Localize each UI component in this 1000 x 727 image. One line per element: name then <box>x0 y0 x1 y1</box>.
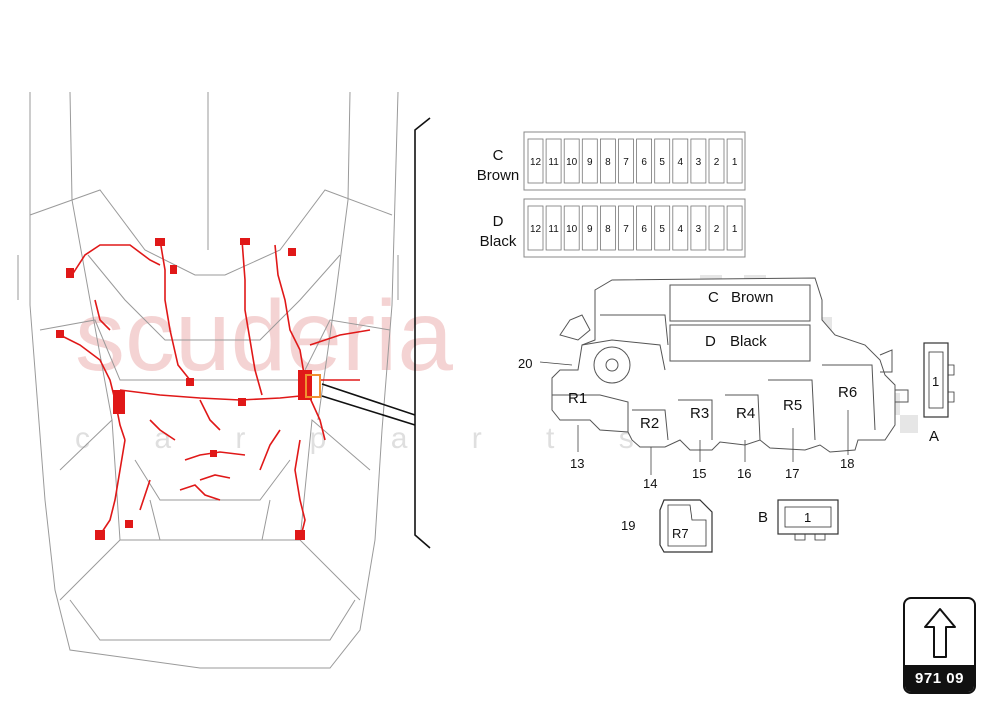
fuse-slot-number: 3 <box>696 224 702 235</box>
fuse-slot <box>708 205 725 251</box>
callout-14: 14 <box>643 476 657 491</box>
relay-box <box>551 277 909 453</box>
fuse-slot-number: 12 <box>530 157 542 168</box>
connector-b-letter: B <box>758 509 768 526</box>
fuse-slot <box>527 138 544 184</box>
fuse-slot <box>672 205 689 251</box>
car-outline <box>17 91 399 669</box>
fuse-slot <box>545 205 562 251</box>
relay-label-r6: R6 <box>838 384 857 401</box>
fuse-slot <box>672 138 689 184</box>
callout-17: 17 <box>785 466 799 481</box>
fuse-slot-number: 2 <box>714 224 720 235</box>
fuse-slot <box>563 138 580 184</box>
fuse-slot-number: 5 <box>659 224 665 235</box>
callout-leaders <box>539 361 849 475</box>
fuse-slot <box>581 138 598 184</box>
fuse-slot-number: 4 <box>678 157 684 168</box>
relay-label-r4: R4 <box>736 405 755 422</box>
fuse-row-color: Brown <box>477 167 520 184</box>
fuse-slot-number: 5 <box>659 157 665 168</box>
relay-label-r2: R2 <box>640 415 659 432</box>
fuse-slot <box>690 205 707 251</box>
fuse-slot-number: 10 <box>566 157 578 168</box>
fuse-slot <box>545 138 562 184</box>
arrow-up-icon <box>924 608 956 658</box>
fuse-row-c: C Brown 12 11 10 9 8 7 6 5 4 3 2 1 <box>477 131 746 191</box>
fuse-slot-number: 1 <box>732 157 738 168</box>
watermark-sub: c a r p a r t s <box>75 422 662 455</box>
fuse-box-location-marker <box>305 374 321 398</box>
fuse-slot <box>654 205 671 251</box>
fuse-slot <box>726 138 743 184</box>
zoom-bracket <box>321 117 431 549</box>
fuse-slot-number: 6 <box>641 157 647 168</box>
fuse-slot-number: 3 <box>696 157 702 168</box>
fuse-slot-number: 11 <box>548 157 559 168</box>
connector-b-pin: 1 <box>804 510 811 525</box>
relay-label-r3: R3 <box>690 405 709 422</box>
fuse-slot-number: 8 <box>605 157 611 168</box>
fuse-slot <box>636 138 652 184</box>
relay-label-r5: R5 <box>783 397 802 414</box>
fuse-slot <box>708 138 725 184</box>
fuse-slot <box>581 205 598 251</box>
callout-16: 16 <box>737 466 751 481</box>
fuse-row-d: D Black 12 11 10 9 8 7 6 5 4 3 2 1 <box>480 198 746 258</box>
fuse-slot-number: 4 <box>678 224 684 235</box>
fuse-row-color: Black <box>480 233 517 250</box>
callout-20: 20 <box>518 356 532 371</box>
box-label-c-color: Brown <box>731 289 774 306</box>
fuse-row-letter: D <box>493 213 504 230</box>
reference-code: 971 09 <box>905 665 974 692</box>
relay-label-r7: R7 <box>672 526 689 541</box>
fuse-slot <box>527 205 544 251</box>
fuse-slot <box>618 138 634 184</box>
relay-label-r1: R1 <box>568 390 587 407</box>
callout-19: 19 <box>621 518 635 533</box>
connector-a: 1 A <box>923 342 955 445</box>
fuse-slot-number: 9 <box>587 157 593 168</box>
fuse-slot <box>726 205 743 251</box>
fuse-slot-number: 12 <box>530 224 542 235</box>
fuse-slot-number: 8 <box>605 224 611 235</box>
fuse-slot <box>654 138 671 184</box>
fuse-row-letter: C <box>493 147 504 164</box>
fuse-slot <box>563 205 580 251</box>
callout-18: 18 <box>840 456 854 471</box>
fuse-slot-number: 6 <box>641 224 647 235</box>
fuse-slot <box>600 138 616 184</box>
fuse-slot-number: 7 <box>623 224 629 235</box>
callout-15: 15 <box>692 466 706 481</box>
relay-r7: R7 <box>659 499 713 553</box>
fuse-slot-number: 1 <box>732 224 738 235</box>
fuse-slot-number: 7 <box>623 157 629 168</box>
box-label-d: D <box>705 333 716 350</box>
box-label-c: C <box>708 289 719 306</box>
connector-a-pin: 1 <box>932 374 939 389</box>
connector-b: B 1 <box>758 499 839 541</box>
fuse-slot-number: 2 <box>714 157 720 168</box>
fuse-slot-number: 10 <box>566 224 578 235</box>
reference-box: 971 09 <box>903 597 976 694</box>
fuse-slot <box>618 205 634 251</box>
box-label-d-color: Black <box>730 333 767 350</box>
fuse-slot <box>636 205 652 251</box>
fuse-slot <box>600 205 616 251</box>
connector-a-letter: A <box>929 428 939 445</box>
callout-13: 13 <box>570 456 584 471</box>
fuse-slot-number: 9 <box>587 224 593 235</box>
fuse-slot <box>690 138 707 184</box>
fuse-slot-number: 11 <box>548 224 559 235</box>
wiring-harness <box>59 239 371 541</box>
